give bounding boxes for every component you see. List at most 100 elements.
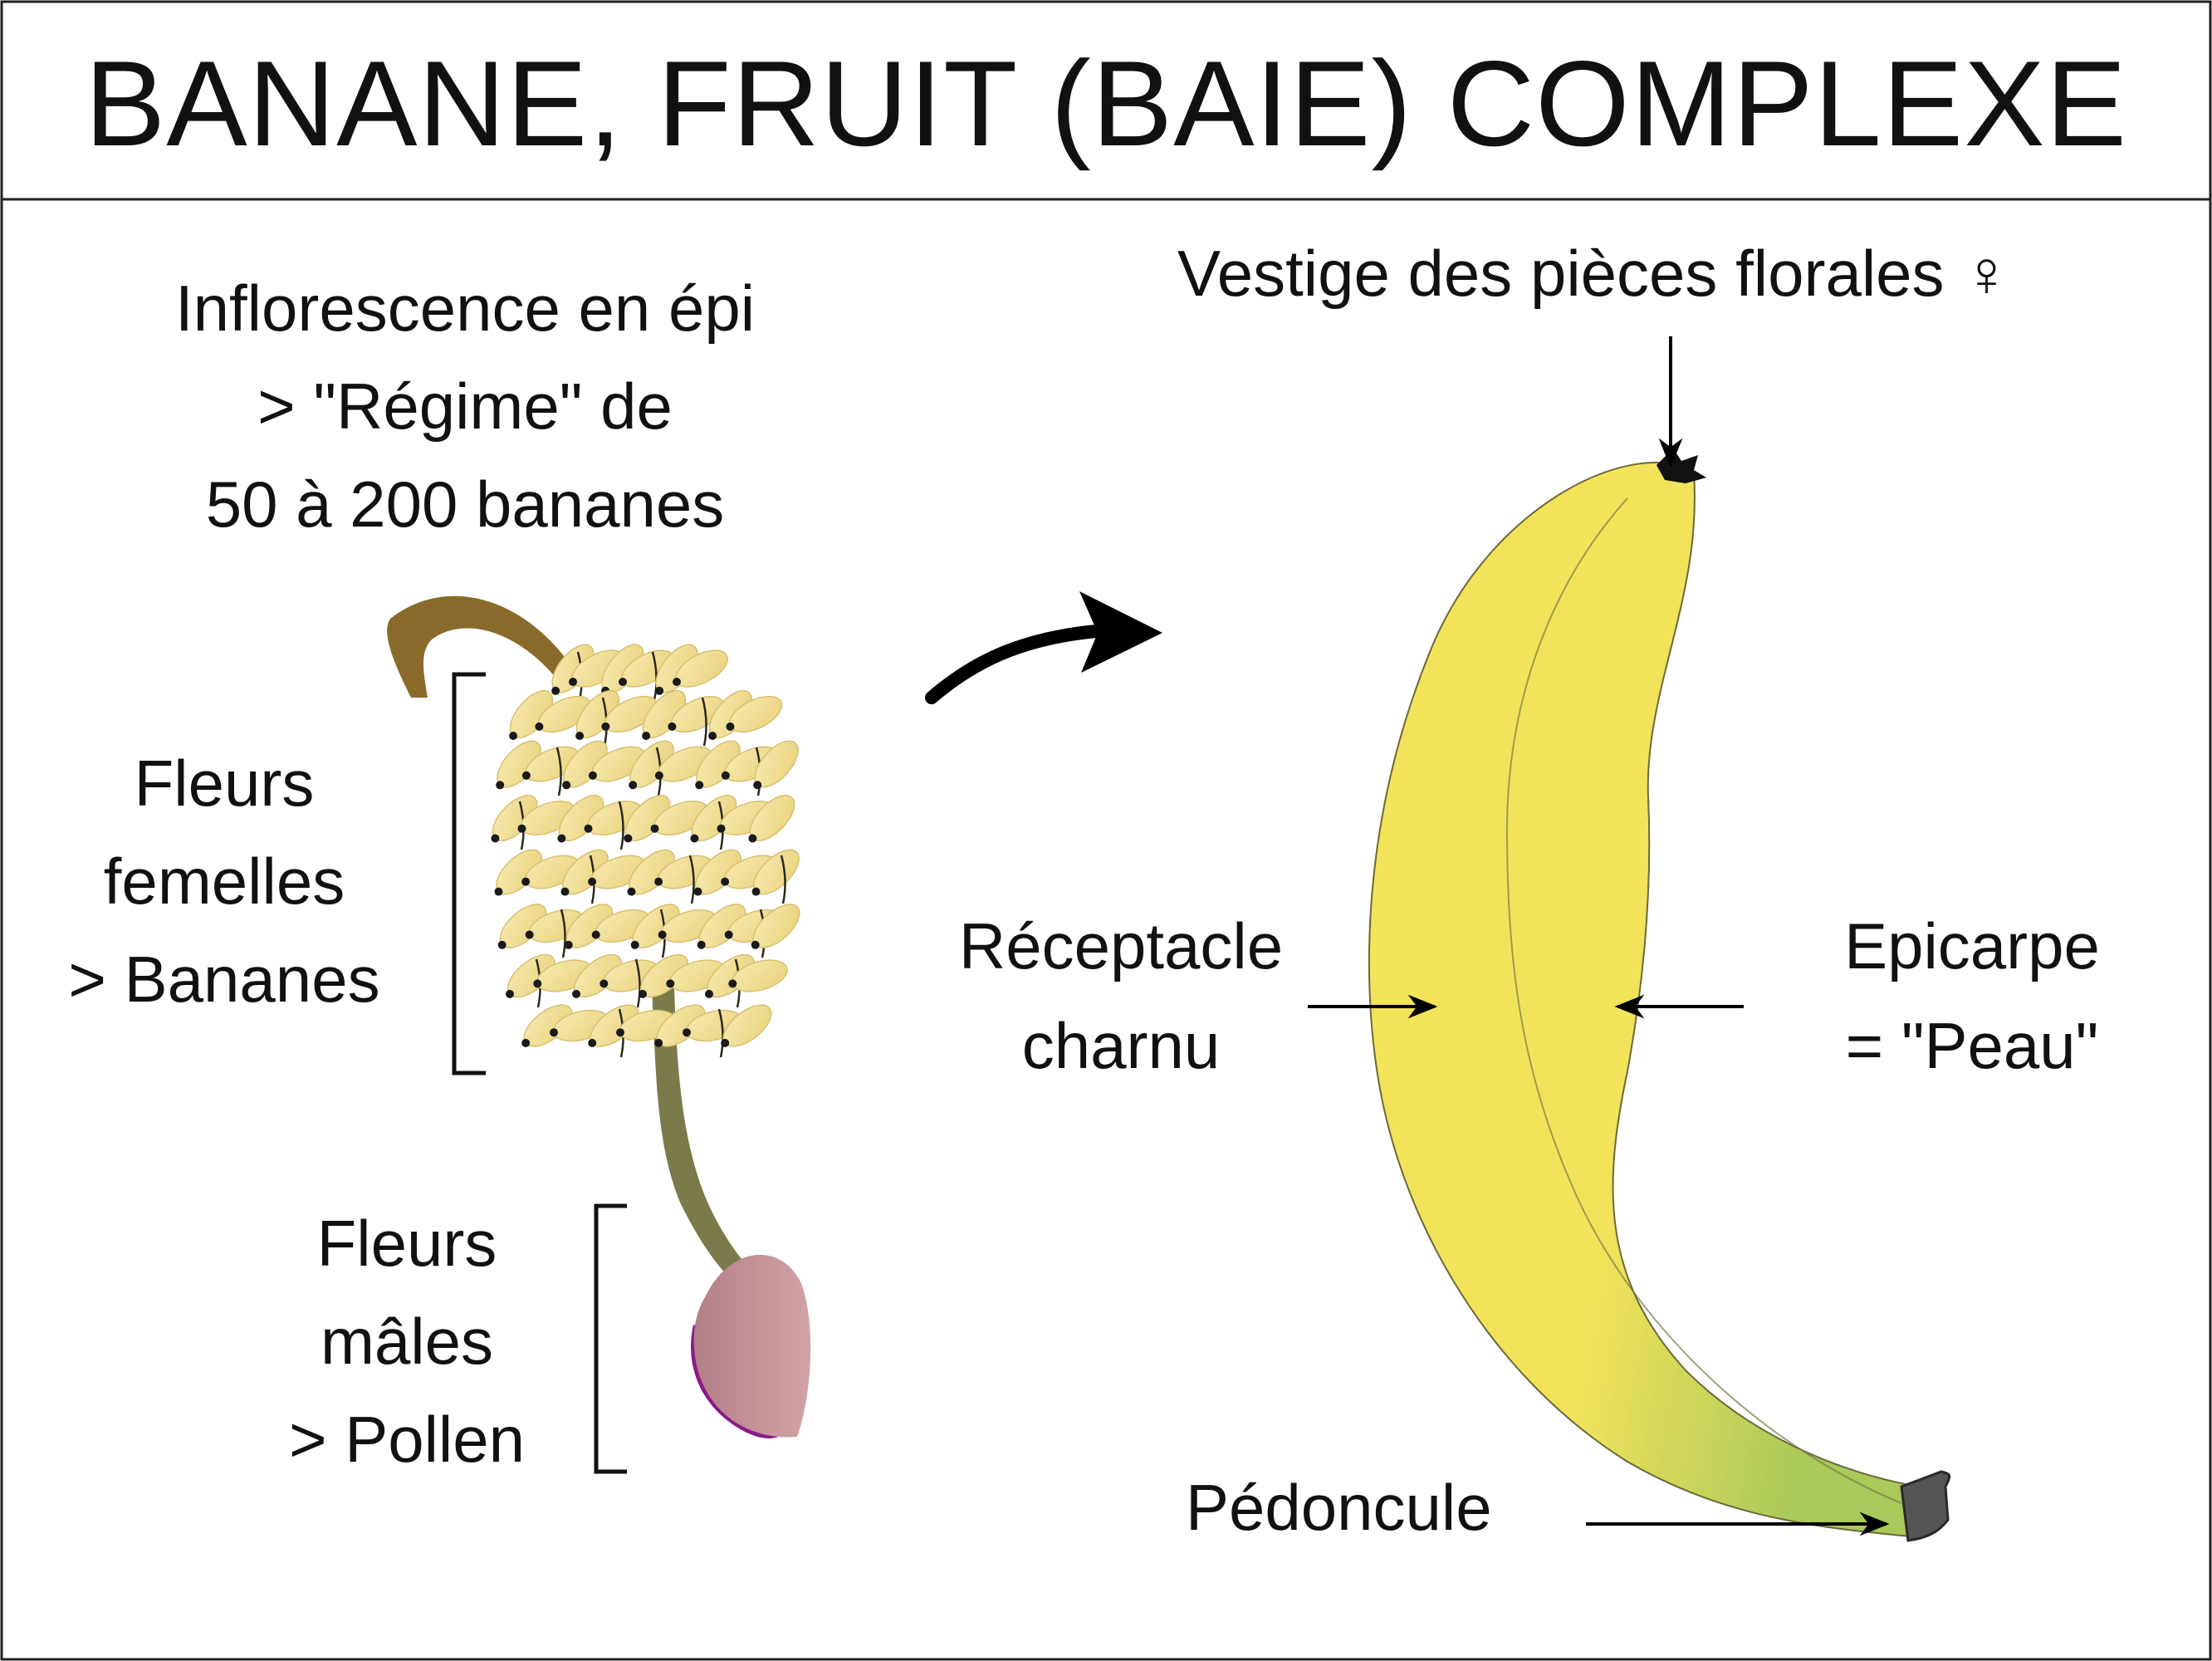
cluster-banana-tip: [642, 732, 651, 740]
cluster-banana-tip: [717, 824, 726, 833]
page-title: BANANE, FRUIT (BAIE) COMPLEXE: [84, 36, 2128, 171]
cluster-banana-tip: [551, 686, 560, 695]
cluster-banana-tip: [751, 887, 761, 896]
cluster-banana-tip: [654, 877, 663, 886]
cluster-banana-tip: [650, 824, 659, 833]
cluster-banana-tip: [496, 781, 505, 790]
cluster-banana-tip: [601, 722, 610, 731]
epicarp-label-line1: Epicarpe: [1844, 909, 2100, 982]
cluster-banana-tip: [517, 824, 526, 833]
cluster-banana-tip: [654, 771, 663, 780]
cluster-banana-tip: [748, 834, 757, 843]
inflorescence-illustration: [387, 595, 811, 1438]
stalk: [652, 988, 747, 1279]
female-flower-cluster: [491, 644, 800, 1058]
cluster-banana-tip: [673, 678, 681, 686]
cluster-banana-line: [634, 958, 641, 1008]
cluster-banana-tip: [564, 940, 573, 949]
cluster-banana-line: [701, 697, 707, 747]
male-bracket: [594, 1203, 627, 1474]
receptacle-label-line1: Réceptacle: [958, 909, 1284, 982]
epicarp-label-line2: = "Peau": [1845, 1009, 2099, 1082]
cluster-banana-tip: [525, 930, 534, 939]
cluster-banana-tip: [575, 732, 585, 740]
cluster-banana-tip: [624, 834, 633, 843]
female-bracket: [452, 672, 486, 1075]
cluster-banana-tip: [599, 979, 609, 988]
cluster-banana-tip: [721, 1038, 730, 1047]
cluster-banana-tip: [535, 722, 544, 731]
cluster-banana-tip: [708, 732, 717, 740]
cluster-banana-tip: [658, 930, 667, 939]
cluster-banana-tip: [572, 989, 580, 998]
cluster-banana-line: [780, 855, 786, 904]
cluster-banana-tip: [562, 781, 571, 790]
cluster-banana-tip: [721, 877, 730, 886]
inflorescence-label-line3: 50 à 200 bananes: [205, 468, 725, 541]
cluster-banana-tip: [666, 979, 675, 988]
cluster-banana-tip: [533, 979, 542, 988]
inflorescence-label-line2: > "Régime" de: [257, 370, 673, 443]
receptacle-label-line2: charnu: [1021, 1009, 1221, 1082]
cluster-banana-tip: [557, 834, 566, 843]
peduncle-label: Pédoncule: [1186, 1471, 1492, 1544]
male-flowers-label-line3: > Pollen: [288, 1403, 526, 1476]
cluster-banana-tip: [639, 989, 647, 998]
banana-ridge: [1505, 497, 1902, 1504]
inflorescence-label-line1: Inflorescence en épi: [174, 272, 756, 345]
cluster-banana-tip: [506, 989, 514, 998]
cluster-banana-tip: [693, 887, 702, 896]
male-bud: [693, 1254, 811, 1438]
cluster-banana-tip: [550, 1028, 558, 1037]
cluster-banana-tip: [588, 771, 597, 780]
cluster-banana-tip: [728, 979, 737, 988]
cluster-banana-tip: [569, 678, 577, 686]
vestige-label: Vestige des pièces florales ♀: [1177, 237, 2011, 310]
cluster-banana-tip: [753, 781, 762, 790]
female-flowers-label-line1: Fleurs: [134, 747, 315, 820]
cluster-banana-tip: [655, 686, 664, 695]
cluster-banana-tip: [627, 887, 636, 896]
female-flowers-label-line3: > Bananes: [68, 943, 380, 1016]
cluster-banana-tip: [697, 940, 706, 949]
cluster-banana-tip: [705, 989, 713, 998]
banana-body: [1368, 462, 1920, 1538]
cluster-banana-tip: [630, 940, 639, 949]
cluster-banana-tip: [491, 834, 500, 843]
cluster-banana-tip: [619, 678, 627, 686]
cluster-banana-tip: [616, 1028, 624, 1037]
cluster-banana-tip: [509, 732, 518, 740]
cluster-banana-tip: [584, 824, 593, 833]
cluster-banana-tip: [683, 1028, 691, 1037]
cluster-banana-tip: [521, 1038, 531, 1047]
cluster-banana-tip: [690, 834, 699, 843]
cluster-banana-tip: [695, 781, 704, 790]
female-flowers-label-line2: femelles: [103, 845, 345, 918]
male-flowers-label-line2: mâles: [320, 1305, 494, 1378]
cluster-banana-line: [688, 855, 695, 904]
cluster-banana-tip: [726, 722, 735, 731]
male-flowers-label-line1: Fleurs: [316, 1207, 497, 1280]
cluster-banana-line: [560, 909, 566, 958]
cluster-banana-tip: [668, 722, 677, 731]
cluster-banana-line: [555, 747, 562, 796]
cluster-banana-line: [717, 1008, 724, 1058]
floral-vestige: [1657, 448, 1706, 483]
cluster-banana-tip: [588, 1038, 597, 1047]
cluster-banana-tip: [494, 887, 503, 896]
peduncle: [1900, 1470, 1951, 1542]
cluster-banana-tip: [497, 940, 507, 949]
cluster-banana-tip: [588, 877, 597, 886]
cluster-banana-tip: [721, 771, 730, 780]
cluster-banana-tip: [521, 771, 531, 780]
transition-arrow-head: [1079, 591, 1162, 673]
cluster-banana-tip: [591, 930, 600, 939]
cluster-banana-line: [618, 801, 624, 850]
cluster-banana-tip: [654, 1038, 663, 1047]
cluster-banana-tip: [724, 930, 733, 939]
top-stem: [387, 595, 581, 698]
cluster-banana-tip: [521, 877, 531, 886]
cluster-banana-tip: [629, 781, 638, 790]
